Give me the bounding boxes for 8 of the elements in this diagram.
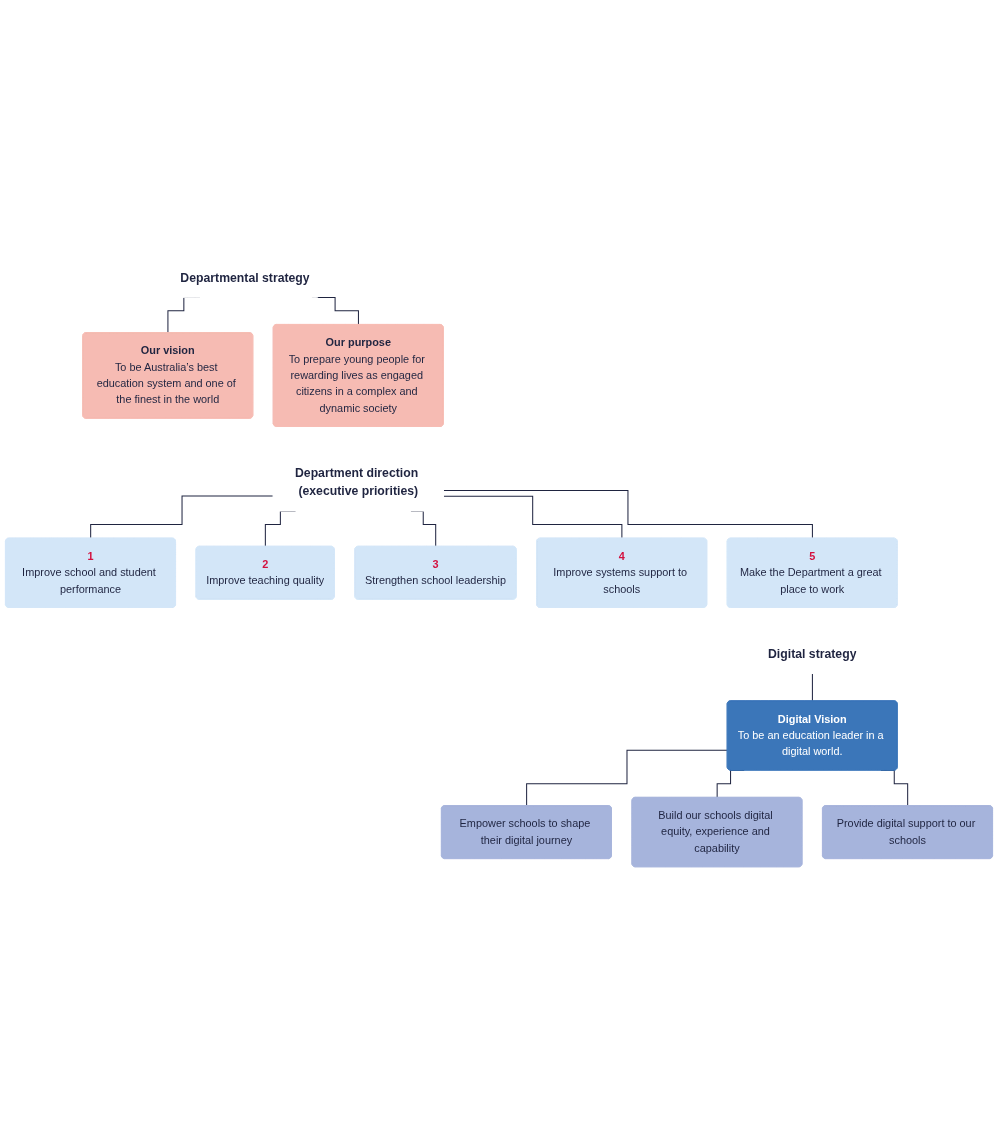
connector bbox=[90, 495, 275, 540]
node-text: Digital strategy bbox=[767, 647, 857, 661]
node-text: Department direction (executive priorities) bbox=[294, 466, 419, 499]
connector bbox=[443, 496, 623, 540]
connector bbox=[811, 673, 814, 702]
connector bbox=[526, 750, 729, 807]
connector bbox=[443, 490, 814, 540]
node-text: Departmental strategy bbox=[180, 271, 310, 285]
